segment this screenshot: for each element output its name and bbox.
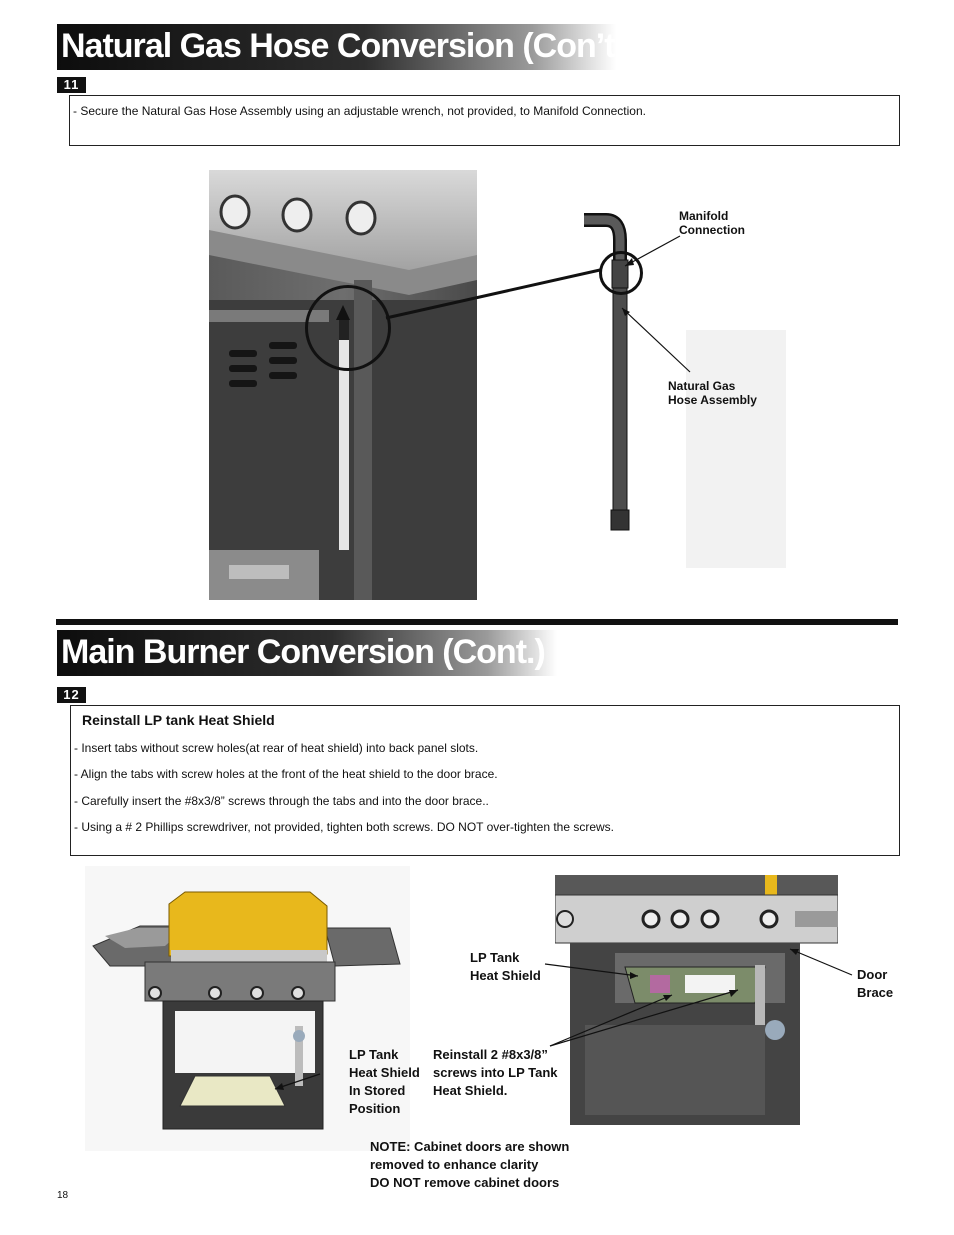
label-door-brace: Door Brace	[857, 967, 894, 1000]
hose-assembly-illustration	[584, 213, 786, 568]
step-12-box: Reinstall LP tank Heat Shield - Insert t…	[70, 705, 900, 856]
section-title-hose-conversion-text: Natural Gas Hose Conversion (Con’t.)	[61, 27, 634, 65]
label-natural-gas-hose-assembly: Natural Gas Hose Assembly	[668, 379, 757, 407]
page-number: 18	[57, 1190, 69, 1201]
label-lp-tank-heat-shield: LP Tank Heat Shield	[470, 950, 541, 983]
step-badge-11: 11	[57, 77, 86, 93]
section-title-burner-conversion-text: Main Burner Conversion (Cont.)	[61, 633, 546, 671]
section-title-burner-conversion: Main Burner Conversion (Cont.)	[57, 630, 557, 676]
cabinet-closeup-illustration	[555, 875, 838, 1125]
callout-leader-lines-2	[274, 948, 853, 1090]
manifold-callout-circle-right	[599, 251, 643, 295]
step-badge-12: 12	[57, 687, 86, 703]
full-grill-illustration	[85, 866, 410, 1151]
step-12-bullet-4: - Using a # 2 Phillips screwdriver, not …	[74, 820, 615, 834]
label-reinstall-screws: Reinstall 2 #8x3/8” screws into LP Tank …	[433, 1047, 558, 1098]
callout-leader-lines-1	[336, 235, 691, 373]
label-manifold-connection: Manifold Connection	[679, 209, 745, 237]
manifold-callout-circle-left	[305, 285, 391, 371]
step-12-heading: Reinstall LP tank Heat Shield	[82, 712, 275, 728]
step-12-bullet-3: - Carefully insert the #8x3/8” screws th…	[74, 794, 489, 808]
section-title-hose-conversion: Natural Gas Hose Conversion (Con’t.)	[57, 24, 634, 70]
step-11-box: - Secure the Natural Gas Hose Assembly u…	[69, 95, 900, 146]
step-12-bullet-2: - Align the tabs with screw holes at the…	[74, 767, 498, 781]
step-12-bullet-1: - Insert tabs without screw holes(at rea…	[74, 741, 479, 755]
step-11-instruction: - Secure the Natural Gas Hose Assembly u…	[73, 104, 646, 118]
section-divider-rule	[56, 619, 898, 625]
label-lp-tank-heat-shield-stored: LP Tank Heat Shield In Stored Position	[349, 1047, 420, 1116]
grill-interior-illustration	[209, 170, 477, 600]
note-cabinet-doors: NOTE: Cabinet doors are shown removed to…	[370, 1139, 570, 1190]
